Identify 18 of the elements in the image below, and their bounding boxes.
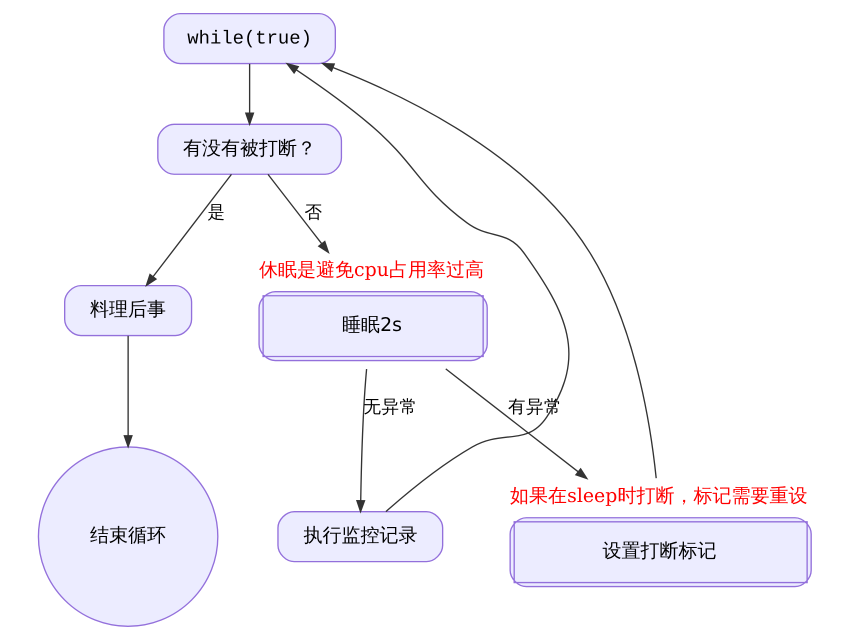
arrow: [320, 62, 657, 478]
node-box: 料理后事: [64, 284, 192, 336]
node-box: 执行监控记录: [277, 511, 444, 562]
arrow: [244, 64, 254, 126]
edge-label: 是: [208, 202, 226, 223]
arrow: [285, 62, 570, 512]
edge-label: 无异常: [364, 397, 418, 418]
edge-label: 否: [304, 202, 323, 223]
node-box: while(true): [163, 12, 336, 64]
arrow: [123, 336, 133, 449]
arrow: [145, 174, 232, 287]
arrow: [356, 369, 368, 514]
node-label: 休眠是避免cpu占用率过高: [259, 258, 484, 281]
node-label: 如果在sleep时打断，标记需要重设: [510, 484, 808, 507]
arrow: [445, 368, 588, 480]
node-circle: 结束循环: [38, 446, 218, 628]
arrow: [267, 174, 330, 254]
node-box: 有没有被打断？: [157, 124, 342, 175]
